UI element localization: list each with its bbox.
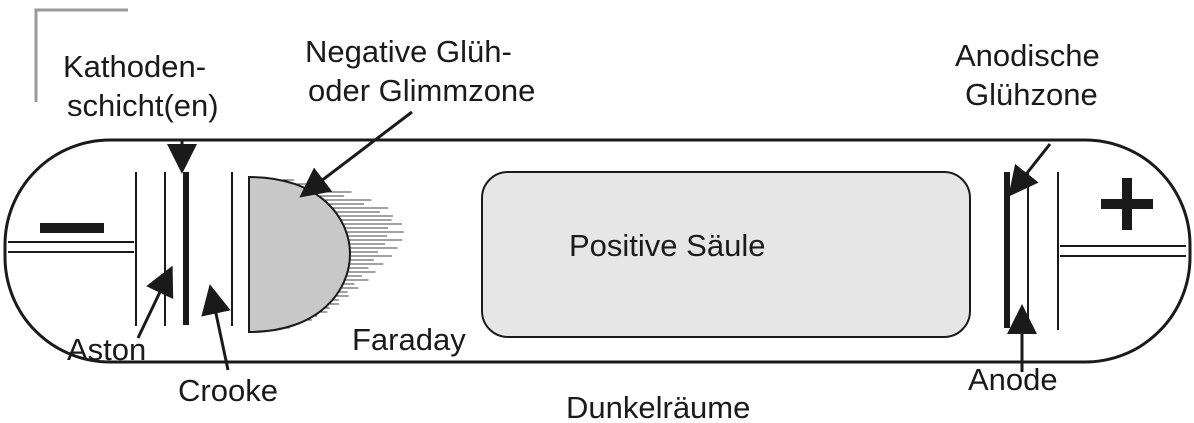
- label-dunkelraeume: Dunkelräume: [566, 390, 750, 423]
- label-negative-line1: Negative Glüh-: [305, 34, 512, 69]
- anode-glow-layer: [1004, 172, 1010, 328]
- positive-column: [481, 171, 971, 338]
- minus-sign: [40, 223, 104, 233]
- label-crooke: Crooke: [178, 373, 278, 408]
- label-faraday: Faraday: [352, 322, 466, 357]
- label-negative-line2: oder Glimmzone: [308, 73, 535, 108]
- arrow-crooke: [201, 284, 231, 371]
- cathode-lead-wires: [8, 241, 134, 253]
- label-positive-column: Positive Säule: [569, 228, 765, 263]
- label-anodische-line2: Glühzone: [965, 77, 1098, 112]
- arrow-aston: [136, 265, 174, 339]
- label-anode: Anode: [968, 362, 1058, 397]
- anode-lead-wires: [1060, 245, 1186, 257]
- arrow-glimmzone: [299, 110, 413, 198]
- cathode-plates: [135, 172, 166, 326]
- label-kathoden-line1: Kathoden-: [63, 49, 206, 84]
- plus-sign: [1101, 178, 1153, 230]
- frame-corner: [34, 8, 128, 102]
- pointer-arrows: [136, 110, 1052, 372]
- anode-plates: [1027, 172, 1059, 330]
- label-aston: Aston: [67, 332, 146, 367]
- cathode-layer: [183, 172, 189, 325]
- arrow-anodische: [1008, 143, 1052, 197]
- label-kathoden-line2: schicht(en): [67, 88, 219, 123]
- label-anodische-line1: Anodische: [955, 38, 1100, 73]
